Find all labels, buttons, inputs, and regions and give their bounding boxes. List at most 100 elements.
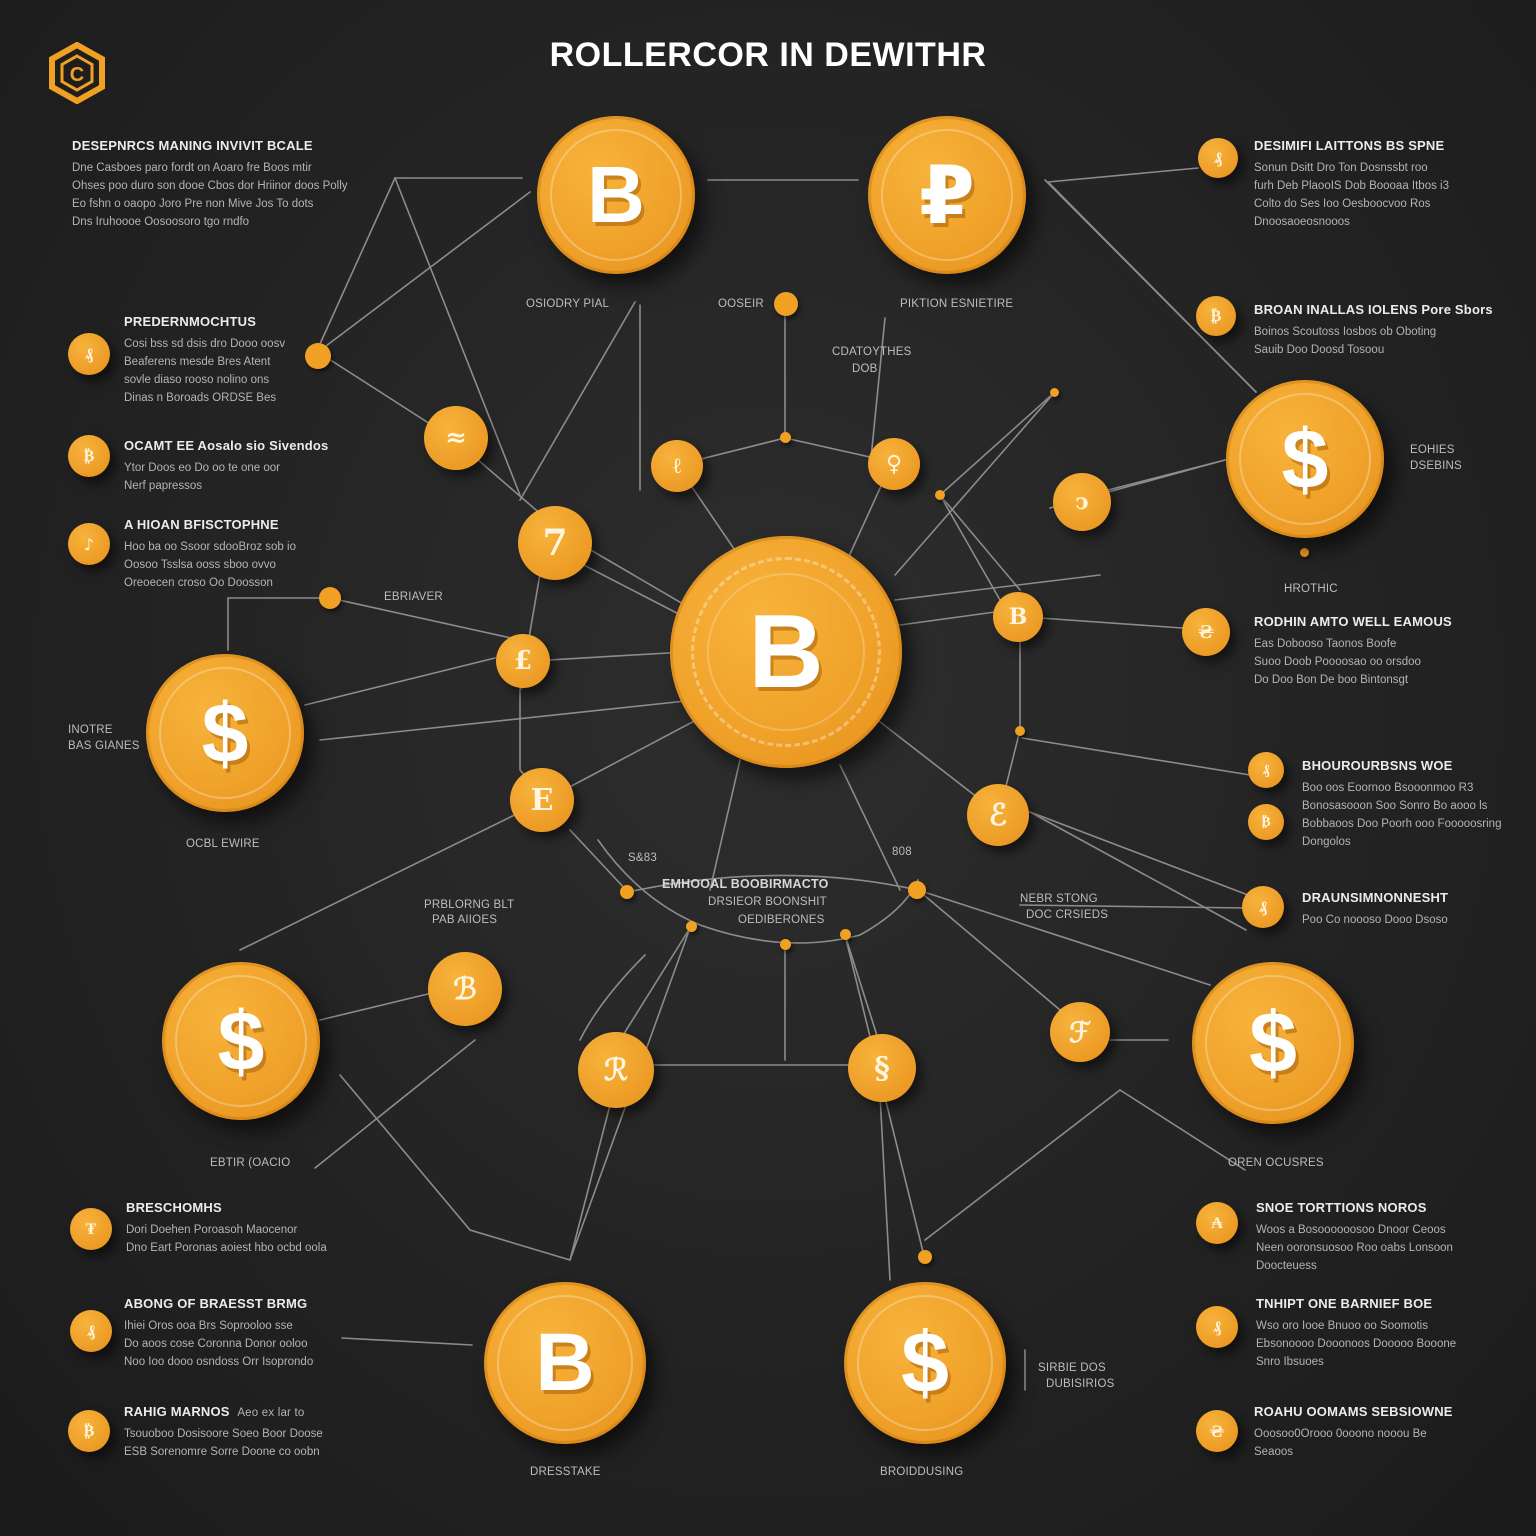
node-icon[interactable]: ℰ [967,784,1029,846]
node-label: EBRIAVER [384,591,443,603]
info-block-left: PREDERNMOCHTUS Cosi bss sd dsis dro Dooo… [124,314,285,407]
info-block-left: OCAMT EE Aosalo sio Sivendos Ytor Doos e… [124,438,329,495]
node-icon[interactable]: £ [496,634,550,688]
node-label: OCBL EWIRE [186,838,260,850]
node-label: BROIDDUSING [880,1466,964,1478]
dollar-coin[interactable]: $ [146,654,304,812]
info-block-heading: DRAUNSIMNONNESHT [1302,890,1449,905]
list-bullet-icon: ₿ [1248,804,1284,840]
connection-dot [319,587,341,609]
connection-dot [1015,726,1025,736]
list-bullet-icon: ₳ [1196,1202,1238,1244]
list-bullet-icon: ₰ [1248,752,1284,788]
dollar-coin[interactable]: $ [844,1282,1006,1444]
node-icon[interactable]: ↄ [1053,473,1111,531]
info-block-line: furh Deb PlaooIS Dob Boooaa Itbos i3 [1254,180,1449,192]
info-block-heading: ABONG OF BRAESST BRMG [124,1296,308,1311]
node-label: EBTIR (OACIO [210,1157,291,1169]
currency-coin[interactable]: ₽ [868,116,1026,274]
dollar-coin[interactable]: $ [162,962,320,1120]
info-block-line: Bobbaoos Doo Poorh ooo Fooooosring [1302,818,1502,830]
connection-dot [1050,388,1059,397]
node-icon[interactable]: B [993,592,1043,642]
dollar-coin[interactable]: $ [1192,962,1354,1124]
node-icon[interactable]: ♀ [868,438,920,490]
node-label: INOTRE [68,724,113,736]
info-block-line: Tsouoboo Dosisoore Soeo Boor Doose [124,1428,323,1440]
connection-dot [620,885,634,899]
info-block-heading: ROAHU OOMAMS SEBSIOWNE [1254,1404,1453,1419]
info-block-heading: SNOE TORTTIONS NOROS [1256,1200,1427,1215]
list-bullet-icon: ₿ [1196,296,1236,336]
info-block-line: Do aoos cose Coronna Donor ooloo [124,1338,308,1350]
bitcoin-coin[interactable]: B [537,116,695,274]
list-bullet-icon: ₴ [1182,608,1230,656]
node-label: 808 [892,846,912,858]
info-block-right: RODHIN AMTO WELL EAMOUS Eas Dobooso Taon… [1254,614,1452,689]
info-block-left: A HIOAN BFISCTOPHNE Hoo ba oo Ssoor sdoo… [124,517,296,592]
node-icon[interactable]: ≈ [424,406,488,470]
info-block-line: Dne Casboes paro fordt on Aoaro fre Boos… [72,162,312,174]
connection-dot [908,881,926,899]
node-label: PIKTION ESNIETIRE [900,298,1014,310]
node-icon[interactable]: 7 [518,506,592,580]
node-icon[interactable]: E [510,768,574,832]
info-block-line: sovle diaso rooso nolino ons [124,374,270,386]
info-block-left: RAHIG MARNOS Aeo ex lar to Tsouoboo Dosi… [124,1404,323,1461]
info-block-line: Seaoos [1254,1446,1294,1458]
node-label: PAB AIIOES [432,914,498,926]
info-block-heading: BROAN INALLAS IOLENS Pore Sbors [1254,302,1493,317]
hexagon-c-logo-icon[interactable]: C [46,42,108,104]
dollar-coin[interactable]: $ [1226,380,1384,538]
node-icon[interactable]: ℓ [651,440,703,492]
connection-dot [686,921,697,932]
central-bitcoin-hub[interactable]: B [670,536,902,768]
node-label: SIRBIE DOS [1038,1362,1106,1374]
info-block-line: Neen ooronsuosoo Roo oabs Lonsoon [1256,1242,1453,1254]
node-icon[interactable]: § [848,1034,916,1102]
connection-dot [1300,548,1309,557]
info-block-line: Dinas n Boroads ORDSE Bes [124,392,277,404]
info-block-line: Ihiei Oros ooa Brs Soprooloo sse [124,1320,293,1332]
node-label: DRESSTAKE [530,1466,601,1478]
info-block-line: Eo fshn o oaopo Joro Pre non Mive Jos To… [72,198,314,210]
node-label: DOC CRSIEDS [1026,909,1109,921]
info-block-line: Boinos Scoutoss Iosbos ob Oboting [1254,326,1437,338]
info-block-line: Suoo Doob Poooosao oo orsdoo [1254,656,1421,668]
info-block-line: Poo Co noooso Dooo Dsoso [1302,914,1448,926]
list-bullet-icon: ♪ [68,523,110,565]
node-label: DRSIEOR BOONSHIT [708,896,827,908]
node-label: DOB [852,363,878,375]
page-title: ROLLERCOR IN DEWITHR [549,36,987,74]
info-block-line: Colto do Ses Ioo Oesboocvoo Ros [1254,198,1431,210]
node-label: S&83 [628,852,657,864]
info-block-line: Do Doo Bon De boo Bintonsgt [1254,674,1409,686]
node-label: OSIODRY PIAL [526,298,610,310]
node-icon[interactable]: ℱ [1050,1002,1110,1062]
node-icon[interactable]: ℬ [428,952,502,1026]
info-block-right: DESIMIFI LAITTONS BS SPNE Sonun Dsitt Dr… [1254,138,1449,231]
bitcoin-coin[interactable]: B [484,1282,646,1444]
info-block-line: Eas Dobooso Taonos Boofe [1254,638,1397,650]
info-block-line: Noo Ioo dooo osndoss Orr Isoprondo [124,1356,314,1368]
info-block-line: Bonosasooon Soo Sonro Bo aooo ls [1302,800,1488,812]
info-block-heading: RAHIG MARNOS Aeo ex lar to [124,1404,305,1419]
node-icon[interactable]: ℛ [578,1032,654,1108]
list-bullet-icon: ₰ [1242,886,1284,928]
info-block-heading: BRESCHOMHS [126,1200,222,1215]
info-block-line: Dno Eart Poronas aoiest hbo ocbd oola [126,1242,327,1254]
info-block-line: Sauib Doo Doosd Tosoou [1254,344,1385,356]
connection-dot [840,929,851,940]
info-block-right: ROAHU OOMAMS SEBSIOWNE Ooosoo0Orooo 0ooo… [1254,1404,1453,1461]
connection-dot [305,343,331,369]
connection-dot [774,292,798,316]
connection-dot [935,490,945,500]
info-block-line: Woos a Bosoooooosoo Dnoor Ceoos [1256,1224,1446,1236]
info-block-right: BHOUROURBSNS WOE Boo oos Eoornoo Bsooonm… [1302,758,1501,851]
info-block-heading: OCAMT EE Aosalo sio Sivendos [124,438,329,453]
node-label: DUBISIRIOS [1046,1378,1115,1390]
info-block-left: BRESCHOMHS Dori Doehen Poroasoh Maocenor… [126,1200,327,1257]
info-block-heading: DESEPNRCS MANING INVIVIT BCALE [72,138,313,153]
info-block-line: Wso oro Iooe Bnuoo oo Soomotis [1256,1320,1428,1332]
